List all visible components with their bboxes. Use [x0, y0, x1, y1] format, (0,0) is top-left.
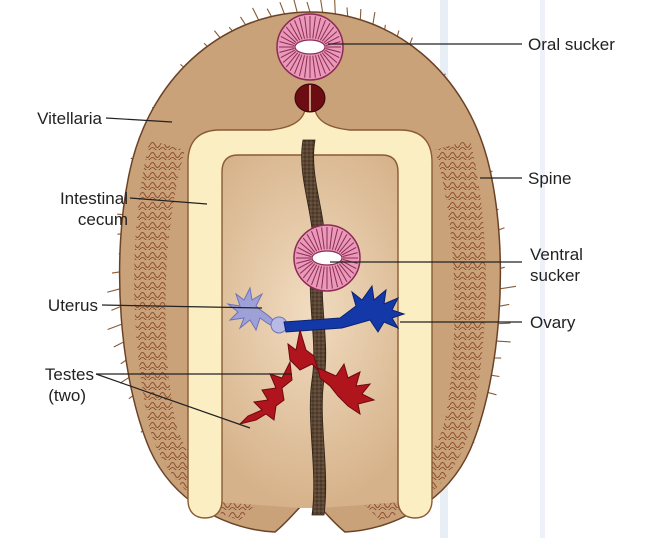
spine-mark: [280, 2, 285, 14]
label-uterus: Uterus: [14, 295, 98, 316]
label-vitellaria: Vitellaria: [14, 108, 102, 129]
spine-mark: [108, 324, 123, 330]
label-testes-line2: (two): [12, 385, 94, 406]
label-intestinal-cecum: Intestinal cecum: [10, 188, 128, 230]
spine-mark: [497, 323, 510, 324]
label-spine: Spine: [528, 168, 571, 189]
oral-sucker: [277, 14, 343, 80]
spine-mark: [500, 286, 516, 288]
label-testes: Testes (two): [12, 364, 94, 406]
spine-mark: [107, 289, 120, 292]
spine-mark: [307, 2, 310, 12]
spine-mark: [293, 0, 297, 13]
label-ventral-sucker: Ventral sucker: [530, 244, 583, 286]
label-intestinal-cecum-line2: cecum: [10, 209, 128, 230]
label-ventral-sucker-line1: Ventral: [530, 244, 583, 265]
label-oral-sucker: Oral sucker: [528, 34, 615, 55]
spine-mark: [111, 306, 121, 310]
label-ovary: Ovary: [530, 312, 575, 333]
label-intestinal-cecum-line1: Intestinal: [10, 188, 128, 209]
spine-mark: [321, 0, 323, 13]
spine-mark: [499, 304, 509, 306]
label-testes-line1: Testes: [12, 364, 94, 385]
spine-mark: [335, 0, 336, 15]
ventral-sucker: [294, 225, 360, 291]
label-ventral-sucker-line2: sucker: [530, 265, 583, 286]
